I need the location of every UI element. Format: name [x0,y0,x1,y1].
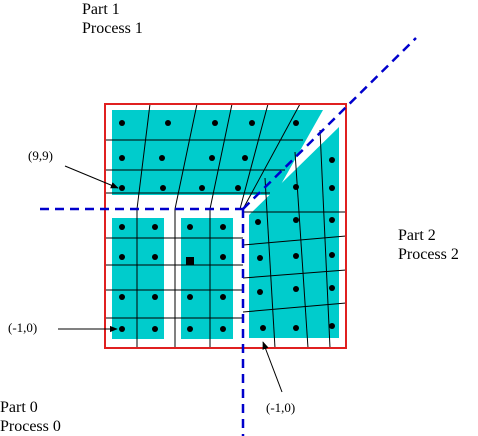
arrow-9-9 [64,165,119,189]
part1-label: Part 1 Process 1 [82,0,143,38]
part2-process: Process 2 [398,246,459,263]
arrow-bottom-minus1-0 [262,341,283,393]
annotation-arrows [58,165,283,393]
part0-right-block [181,218,233,339]
index-label-9-9: (9,9) [28,148,53,163]
part2-title: Part 2 [398,227,436,244]
part0-title: Part 0 [0,399,38,416]
part1-process: Process 1 [82,20,143,37]
part0-left-block [112,218,164,339]
partition-lines [40,37,417,436]
part0-label: Part 0 Process 0 [0,398,61,436]
mesh-lines [105,103,347,349]
index-label-left-minus1-0: (-1,0) [8,320,38,335]
part0-process: Process 0 [0,418,61,435]
index-label-bottom-minus1-0: (-1,0) [266,400,296,415]
part1-region [112,110,323,195]
part1-title: Part 1 [82,1,120,18]
grid-nodes [119,120,335,332]
highlighted-node [186,257,194,265]
part2-label: Part 2 Process 2 [398,226,459,264]
domain-boundary [104,103,347,349]
